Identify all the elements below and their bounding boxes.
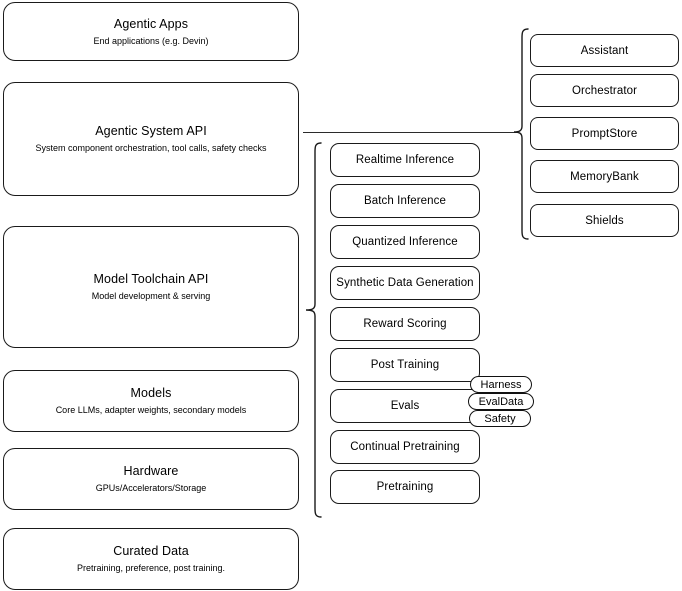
toolchain-label: Post Training <box>370 359 440 371</box>
toolchain-label: Synthetic Data Generation <box>336 277 474 289</box>
toolchain-label: Continual Pretraining <box>350 441 460 453</box>
component-box-memorybank[interactable]: MemoryBank <box>530 160 679 193</box>
toolchain-label: Batch Inference <box>363 195 447 207</box>
component-label: Orchestrator <box>571 84 638 97</box>
layer-box-agentic-system-api[interactable]: Agentic System API System component orch… <box>3 82 299 196</box>
toolchain-box-synthetic-data-generation[interactable]: Synthetic Data Generation <box>330 266 480 300</box>
layer-box-models[interactable]: Models Core LLMs, adapter weights, secon… <box>3 370 299 432</box>
toolchain-label: Realtime Inference <box>355 154 455 166</box>
toolchain-box-realtime-inference[interactable]: Realtime Inference <box>330 143 480 177</box>
toolchain-label: Quantized Inference <box>352 236 458 248</box>
evals-pill-evaldata[interactable]: EvalData <box>468 393 534 410</box>
layer-title: Models <box>130 386 172 400</box>
layer-subtitle: Pretraining, preference, post training. <box>76 563 226 573</box>
toolchain-box-post-training[interactable]: Post Training <box>330 348 480 382</box>
evals-pill-safety[interactable]: Safety <box>469 410 531 427</box>
layer-subtitle: Model development & serving <box>91 291 211 301</box>
layer-title: Curated Data <box>113 544 189 558</box>
toolchain-label: Reward Scoring <box>363 318 447 330</box>
layer-subtitle: End applications (e.g. Devin) <box>93 35 209 46</box>
component-box-promptstore[interactable]: PromptStore <box>530 117 679 150</box>
component-label: Shields <box>585 214 624 227</box>
toolchain-box-continual-pretraining[interactable]: Continual Pretraining <box>330 430 480 464</box>
layer-title: Model Toolchain API <box>93 272 209 286</box>
component-box-shields[interactable]: Shields <box>530 204 679 237</box>
evals-pill-harness[interactable]: Harness <box>470 376 532 393</box>
component-label: Assistant <box>580 44 629 57</box>
component-label: MemoryBank <box>570 170 639 183</box>
layer-box-agentic-apps[interactable]: Agentic Apps End applications (e.g. Devi… <box>3 2 299 61</box>
toolchain-box-pretraining[interactable]: Pretraining <box>330 470 480 504</box>
toolchain-box-reward-scoring[interactable]: Reward Scoring <box>330 307 480 341</box>
toolchain-label: Pretraining <box>376 481 434 493</box>
layer-title: Agentic System API <box>95 124 207 138</box>
layer-title: Hardware <box>123 464 179 478</box>
toolchain-box-evals[interactable]: Evals <box>330 389 480 423</box>
connector-agentic-system-to-components <box>303 132 518 134</box>
layer-subtitle: System component orchestration, tool cal… <box>35 143 267 153</box>
brace-toolchain-components <box>304 142 322 518</box>
toolchain-label: Evals <box>390 400 420 412</box>
layer-title: Agentic Apps <box>113 16 189 31</box>
toolchain-box-batch-inference[interactable]: Batch Inference <box>330 184 480 218</box>
component-box-orchestrator[interactable]: Orchestrator <box>530 74 679 107</box>
layer-subtitle: GPUs/Accelerators/Storage <box>95 483 207 493</box>
component-box-assistant[interactable]: Assistant <box>530 34 679 67</box>
layer-box-hardware[interactable]: Hardware GPUs/Accelerators/Storage <box>3 448 299 510</box>
layer-box-model-toolchain-api[interactable]: Model Toolchain API Model development & … <box>3 226 299 348</box>
toolchain-box-quantized-inference[interactable]: Quantized Inference <box>330 225 480 259</box>
layer-box-curated-data[interactable]: Curated Data Pretraining, preference, po… <box>3 528 299 590</box>
brace-agentic-system-components <box>513 28 529 240</box>
layer-subtitle: Core LLMs, adapter weights, secondary mo… <box>55 405 247 415</box>
component-label: PromptStore <box>571 127 638 140</box>
